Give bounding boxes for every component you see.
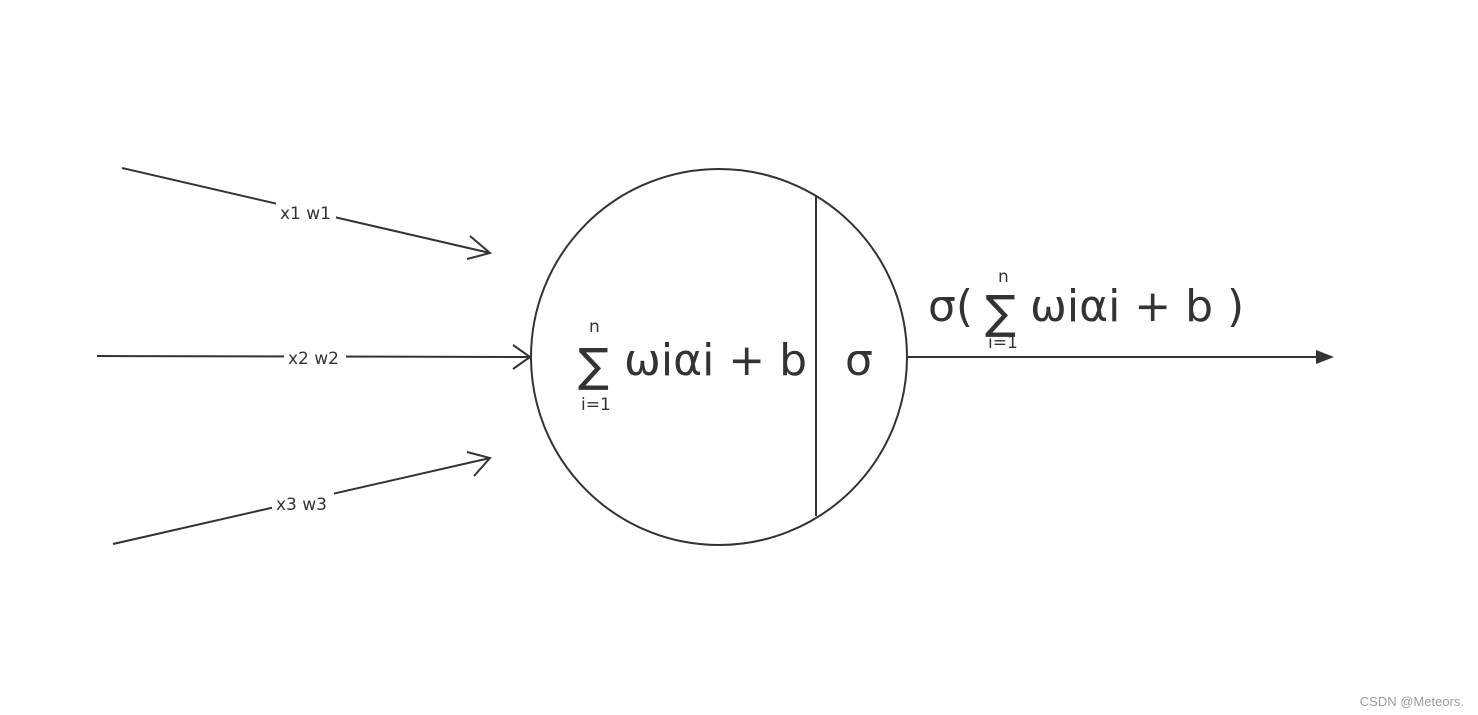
output-prefix: σ( — [928, 281, 973, 332]
weighted-sum-expression: ωiαi + b — [624, 335, 807, 386]
output-body: ωiαi + b ) — [1030, 281, 1244, 332]
input-label-1: x1 w1 — [280, 204, 331, 224]
output-expression: σ( n ∑ i=1 ωiαi + b ) — [928, 267, 1244, 353]
input-label-2: x2 w2 — [288, 349, 339, 369]
output-sum-upper-bound: n — [998, 267, 1009, 287]
input-arrow-2: x2 w2 — [96, 344, 532, 370]
neuron-summation: n ∑ i=1 ωiαi + b — [578, 317, 807, 415]
sum-symbol: ∑ — [578, 338, 609, 392]
output-sum-lower-bound: i=1 — [988, 333, 1018, 353]
input-arrow-1: x1 w1 — [121, 167, 493, 260]
output-arrowhead — [1316, 350, 1334, 364]
watermark-text: CSDN @Meteors. — [1359, 694, 1464, 709]
output-sum-symbol: ∑ — [985, 285, 1016, 339]
input-label-3: x3 w3 — [276, 495, 327, 515]
input-arrow-3: x3 w3 — [112, 451, 492, 545]
activation-symbol: σ — [845, 335, 873, 386]
sum-lower-bound: i=1 — [581, 395, 611, 415]
sum-upper-bound: n — [589, 317, 600, 337]
output-arrow — [907, 350, 1334, 364]
